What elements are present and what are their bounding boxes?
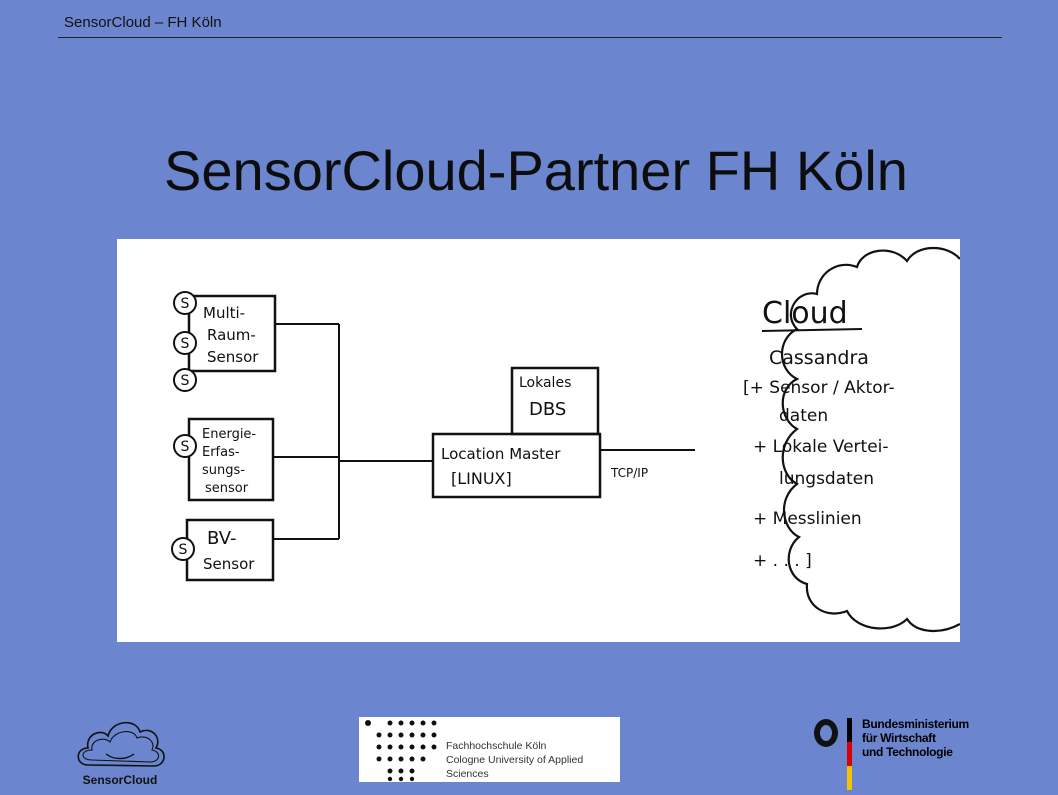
cloud-line-4: + Lokale Vertei- (753, 437, 889, 457)
bmwi-line3: und Technologie (862, 745, 953, 759)
diagram-canvas: S S S Multi- Raum- Sensor S Energie- Erf… (171, 246, 960, 632)
energy-sensor-line3: sungs- (202, 463, 245, 478)
sensor-node-4 (173, 434, 197, 458)
bmwi-logo: Bundesministerium für Wirtschaft und Tec… (808, 712, 978, 792)
location-master-box (431, 432, 602, 499)
cloud-shape (781, 246, 960, 632)
cloud-line-3: daten (779, 406, 828, 426)
sensor-node-1 (173, 291, 197, 315)
multi-sensor-line3: Sensor (207, 348, 259, 366)
bmwi-line2: für Wirtschaft (862, 731, 936, 745)
multi-sensor-line1: Multi- (203, 304, 245, 322)
cloud-line-2: [+ Sensor / Aktor- (743, 378, 895, 398)
sensor-node-4-label: S (181, 439, 190, 455)
bmwi-text: Bundesministerium für Wirtschaft und Tec… (862, 717, 969, 759)
bv-sensor-line2: Sensor (203, 555, 255, 573)
fh-koeln-text: Fachhochschule Köln Cologne University o… (446, 739, 620, 781)
sensor-node-3-label: S (181, 373, 190, 389)
header-divider (58, 37, 1002, 38)
sensor-node-2-label: S (181, 336, 190, 352)
federal-eagle-icon (814, 718, 852, 790)
energy-sensor-box (187, 417, 275, 502)
sensor-node-5 (171, 537, 195, 561)
energy-sensor-line2: Erfas- (202, 445, 240, 460)
slide-title: SensorCloud-Partner FH Köln (164, 139, 908, 202)
sensor-node-3 (173, 368, 197, 392)
multi-sensor-line2: Raum- (207, 326, 256, 344)
cloud-line-7: + . . . ] (753, 551, 812, 571)
bv-sensor-line1: BV- (207, 528, 237, 549)
energy-sensor-line1: Energie- (202, 427, 256, 442)
local-dbs-line2: DBS (529, 399, 566, 420)
energy-sensor-line4: sensor (205, 481, 249, 496)
sensor-bus-lines (273, 323, 433, 540)
header-text: SensorCloud – FH Köln (64, 14, 222, 31)
location-master-line1: Location Master (441, 445, 561, 463)
tcpip-label: TCP/IP (610, 466, 648, 480)
sensor-node-5-label: S (179, 542, 188, 558)
local-dbs-line1: Lokales (519, 375, 571, 391)
sensor-node-2 (173, 331, 197, 355)
location-master-line2: [LINUX] (451, 469, 512, 488)
fh-dot-grid-icon (365, 720, 437, 782)
architecture-diagram: S S S Multi- Raum- Sensor S Energie- Erf… (117, 239, 960, 642)
cloud-title-underline (761, 328, 863, 332)
sensor-node-1-label: S (181, 296, 190, 312)
cloud-line-5: lungsdaten (779, 469, 874, 489)
cloud-title: Cloud (762, 296, 848, 331)
fh-koeln-logo: Fachhochschule Köln Cologne University o… (359, 717, 620, 782)
sensorcloud-logo: SensorCloud (70, 710, 170, 790)
sensorcloud-logo-text: SensorCloud (83, 773, 158, 787)
sensorcloud-logo-icon: SensorCloud (77, 721, 165, 787)
cloud-line-1: Cassandra (769, 347, 869, 369)
cloud-line-6: + Messlinien (753, 509, 862, 529)
fh-koeln-line2: Cologne University of Applied Sciences (446, 754, 584, 780)
bmwi-line1: Bundesministerium (862, 717, 969, 731)
fh-koeln-line1: Fachhochschule Köln (446, 740, 547, 752)
